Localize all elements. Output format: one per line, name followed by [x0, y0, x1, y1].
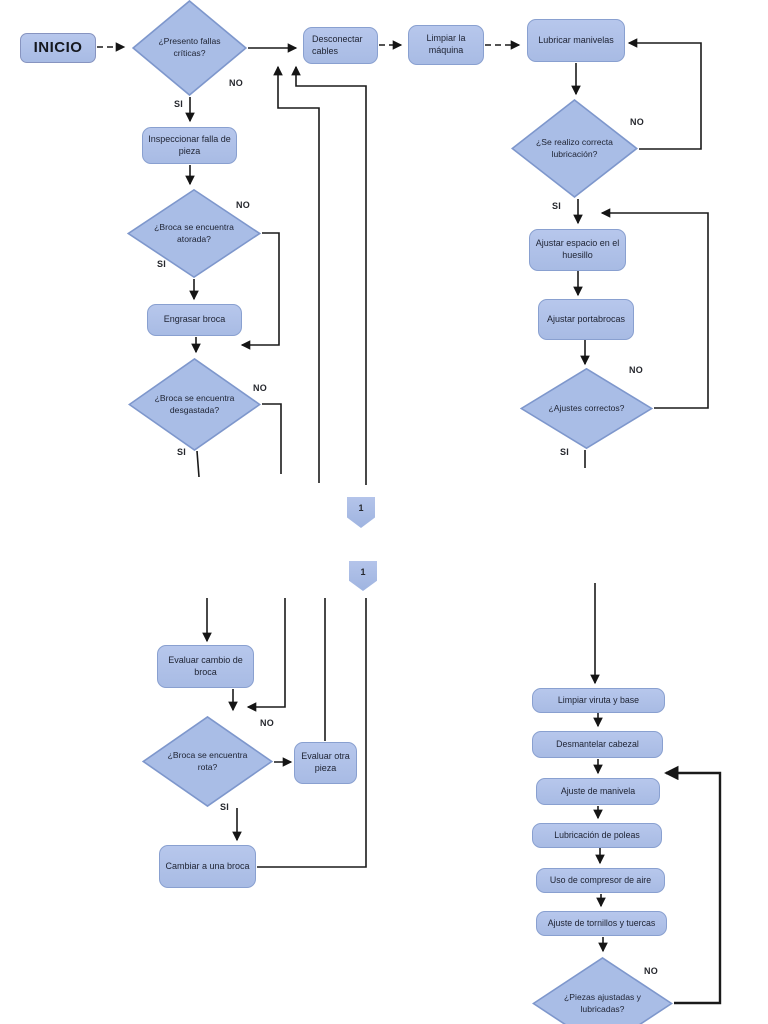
diamond-shape: [127, 189, 261, 278]
edge-return-cambiar: [291, 65, 367, 485]
node-inicio: INICIO: [20, 33, 96, 63]
node-desmantelar-cabezal: Desmantelar cabezal: [532, 731, 663, 758]
edge-cambiar-up: [257, 598, 367, 868]
node-ajustar-portabrocas-label: Ajustar portabrocas: [546, 313, 626, 324]
node-ajuste-manivela-label: Ajuste de manivela: [560, 785, 636, 796]
edge-label-atorada-no: NO: [236, 200, 251, 210]
edge-label-piezas-no: NO: [644, 966, 659, 976]
node-correcta-lubricacion-label: ¿Se realizo correcta lubricación?: [536, 136, 613, 159]
edge-lubricacion-no: [627, 38, 702, 150]
node-ajustar-espacio: Ajustar espacio en el huesillo: [529, 229, 626, 271]
node-ajustes-correctos: ¿Ajustes correctos?: [520, 368, 653, 449]
node-lubricacion-poleas-label: Lubricación de poleas: [554, 829, 640, 840]
node-ajustar-espacio-label: Ajustar espacio en el huesillo: [535, 238, 620, 260]
node-ajuste-tornillos: Ajuste de tornillos y tuercas: [536, 911, 667, 936]
node-broca-desgastada-label: ¿Broca se encuentra desgastada?: [154, 392, 235, 415]
node-piezas-ajustadas-label: ¿Piezas ajustadas y lubricadas?: [564, 991, 641, 1014]
node-cambiar-broca-label: Cambiar a una broca: [165, 860, 250, 871]
diamond-shape: [520, 368, 653, 449]
node-compresor-aire: Uso de compresor de aire: [536, 868, 665, 893]
edge-label-rota-si: SI: [220, 802, 230, 812]
node-evaluar-cambio: Evaluar cambio de broca: [157, 645, 254, 688]
node-lubricar-manivelas-label: Lubricar manivelas: [538, 34, 614, 45]
edge-return-evaluar-otra: [273, 65, 320, 483]
node-broca-atorada-label: ¿Broca se encuentra atorada?: [154, 221, 234, 244]
node-inicio-label: INICIO: [33, 39, 83, 57]
node-fallas-criticas-label: ¿Presento fallas críticas?: [158, 36, 221, 58]
node-broca-rota-label: ¿Broca se encuentra rota?: [167, 749, 248, 772]
edge-no-rota: [246, 598, 286, 712]
diamond-shape: [128, 358, 261, 451]
node-piezas-ajustadas: ¿Piezas ajustadas y lubricadas?: [532, 957, 673, 1024]
edge-label-ajustes-si: SI: [560, 447, 570, 457]
edge-label-lubricacion-si: SI: [552, 201, 562, 211]
node-ajuste-manivela: Ajuste de manivela: [536, 778, 660, 805]
node-evaluar-otra-pieza: Evaluar otra pieza: [294, 742, 357, 784]
node-desconectar-cables-label: Desconectar cables: [312, 33, 363, 56]
edge-desgastada-si: [196, 450, 200, 478]
node-evaluar-cambio-label: Evaluar cambio de broca: [168, 654, 243, 677]
node-ajustes-correctos-label: ¿Ajustes correctos?: [548, 402, 625, 413]
node-cambiar-broca: Cambiar a una broca: [159, 845, 256, 888]
node-inspeccionar-falla-label: Inspeccionar falla de pieza: [148, 133, 231, 156]
edge-label-atorada-si: SI: [157, 259, 167, 269]
node-fallas-criticas: ¿Presento fallas críticas?: [132, 0, 247, 96]
diamond-shape: [532, 957, 673, 1024]
offpage-connector-1a-label: 1: [358, 503, 364, 513]
edge-label-desgastada-no: NO: [253, 383, 268, 393]
node-limpiar-maquina-label: Limpiar la máquina: [426, 33, 466, 55]
node-inspeccionar-falla: Inspeccionar falla de pieza: [142, 127, 237, 164]
node-ajustar-portabrocas: Ajustar portabrocas: [538, 299, 634, 340]
node-evaluar-otra-pieza-label: Evaluar otra pieza: [301, 751, 350, 773]
node-desmantelar-cabezal-label: Desmantelar cabezal: [556, 738, 639, 749]
edge-label-ajustes-no: NO: [629, 365, 644, 375]
node-limpiar-viruta: Limpiar viruta y base: [532, 688, 665, 713]
diamond-shape: [132, 0, 247, 96]
edge-label-fallas-no: NO: [229, 78, 244, 88]
edge-ajustes-no: [600, 208, 709, 409]
node-lubricar-manivelas: Lubricar manivelas: [527, 19, 625, 62]
offpage-connector-1b-label: 1: [360, 566, 366, 577]
node-broca-rota: ¿Broca se encuentra rota?: [142, 716, 273, 807]
node-limpiar-viruta-label: Limpiar viruta y base: [557, 694, 640, 705]
edge-label-fallas-si: SI: [174, 99, 184, 109]
node-engrasar-broca-label: Engrasar broca: [163, 314, 226, 325]
diamond-shape: [511, 99, 638, 198]
edge-atorada-no: [240, 232, 280, 350]
node-desconectar-cables: Desconectar cables: [303, 27, 378, 64]
edge-label-rota-no: NO: [260, 718, 275, 728]
node-correcta-lubricacion: ¿Se realizo correcta lubricación?: [511, 99, 638, 198]
node-broca-atorada: ¿Broca se encuentra atorada?: [127, 189, 261, 278]
node-compresor-aire-label: Uso de compresor de aire: [549, 874, 652, 885]
diamond-shape: [142, 716, 273, 807]
edge-label-lubricacion-no: NO: [630, 117, 645, 127]
edge-piezas-no: [664, 765, 722, 1005]
node-broca-desgastada: ¿Broca se encuentra desgastada?: [128, 358, 261, 451]
node-lubricacion-poleas: Lubricación de poleas: [532, 823, 662, 848]
node-ajuste-tornillos-label: Ajuste de tornillos y tuercas: [547, 917, 656, 928]
edge-label-desgastada-si: SI: [177, 447, 187, 457]
edge-desgastada-no: [262, 403, 282, 474]
node-limpiar-maquina: Limpiar la máquina: [408, 25, 484, 65]
node-engrasar-broca: Engrasar broca: [147, 304, 242, 336]
